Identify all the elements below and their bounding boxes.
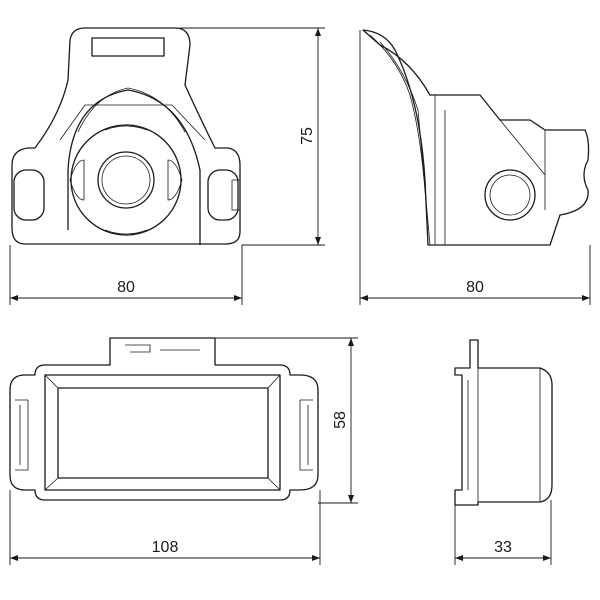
dimension-label: 33 xyxy=(494,539,512,556)
base-front-view xyxy=(9,337,319,501)
dimension-label: 58 xyxy=(332,411,349,429)
dimension-base-height: 58 xyxy=(215,337,358,504)
dimension-label: 80 xyxy=(466,279,484,296)
dimension-label: 75 xyxy=(299,127,316,145)
dimension-front-width: 80 xyxy=(9,245,243,305)
front-view xyxy=(11,27,241,245)
dimension-base-width: 108 xyxy=(9,490,321,565)
dimension-side-depth: 80 xyxy=(359,30,591,305)
dimension-base-side-depth: 33 xyxy=(454,500,552,565)
side-view xyxy=(362,29,590,246)
dimension-label: 108 xyxy=(152,539,179,556)
base-side-view xyxy=(454,339,553,506)
dimension-front-height: 75 xyxy=(180,27,325,246)
dimension-label: 80 xyxy=(117,279,135,296)
